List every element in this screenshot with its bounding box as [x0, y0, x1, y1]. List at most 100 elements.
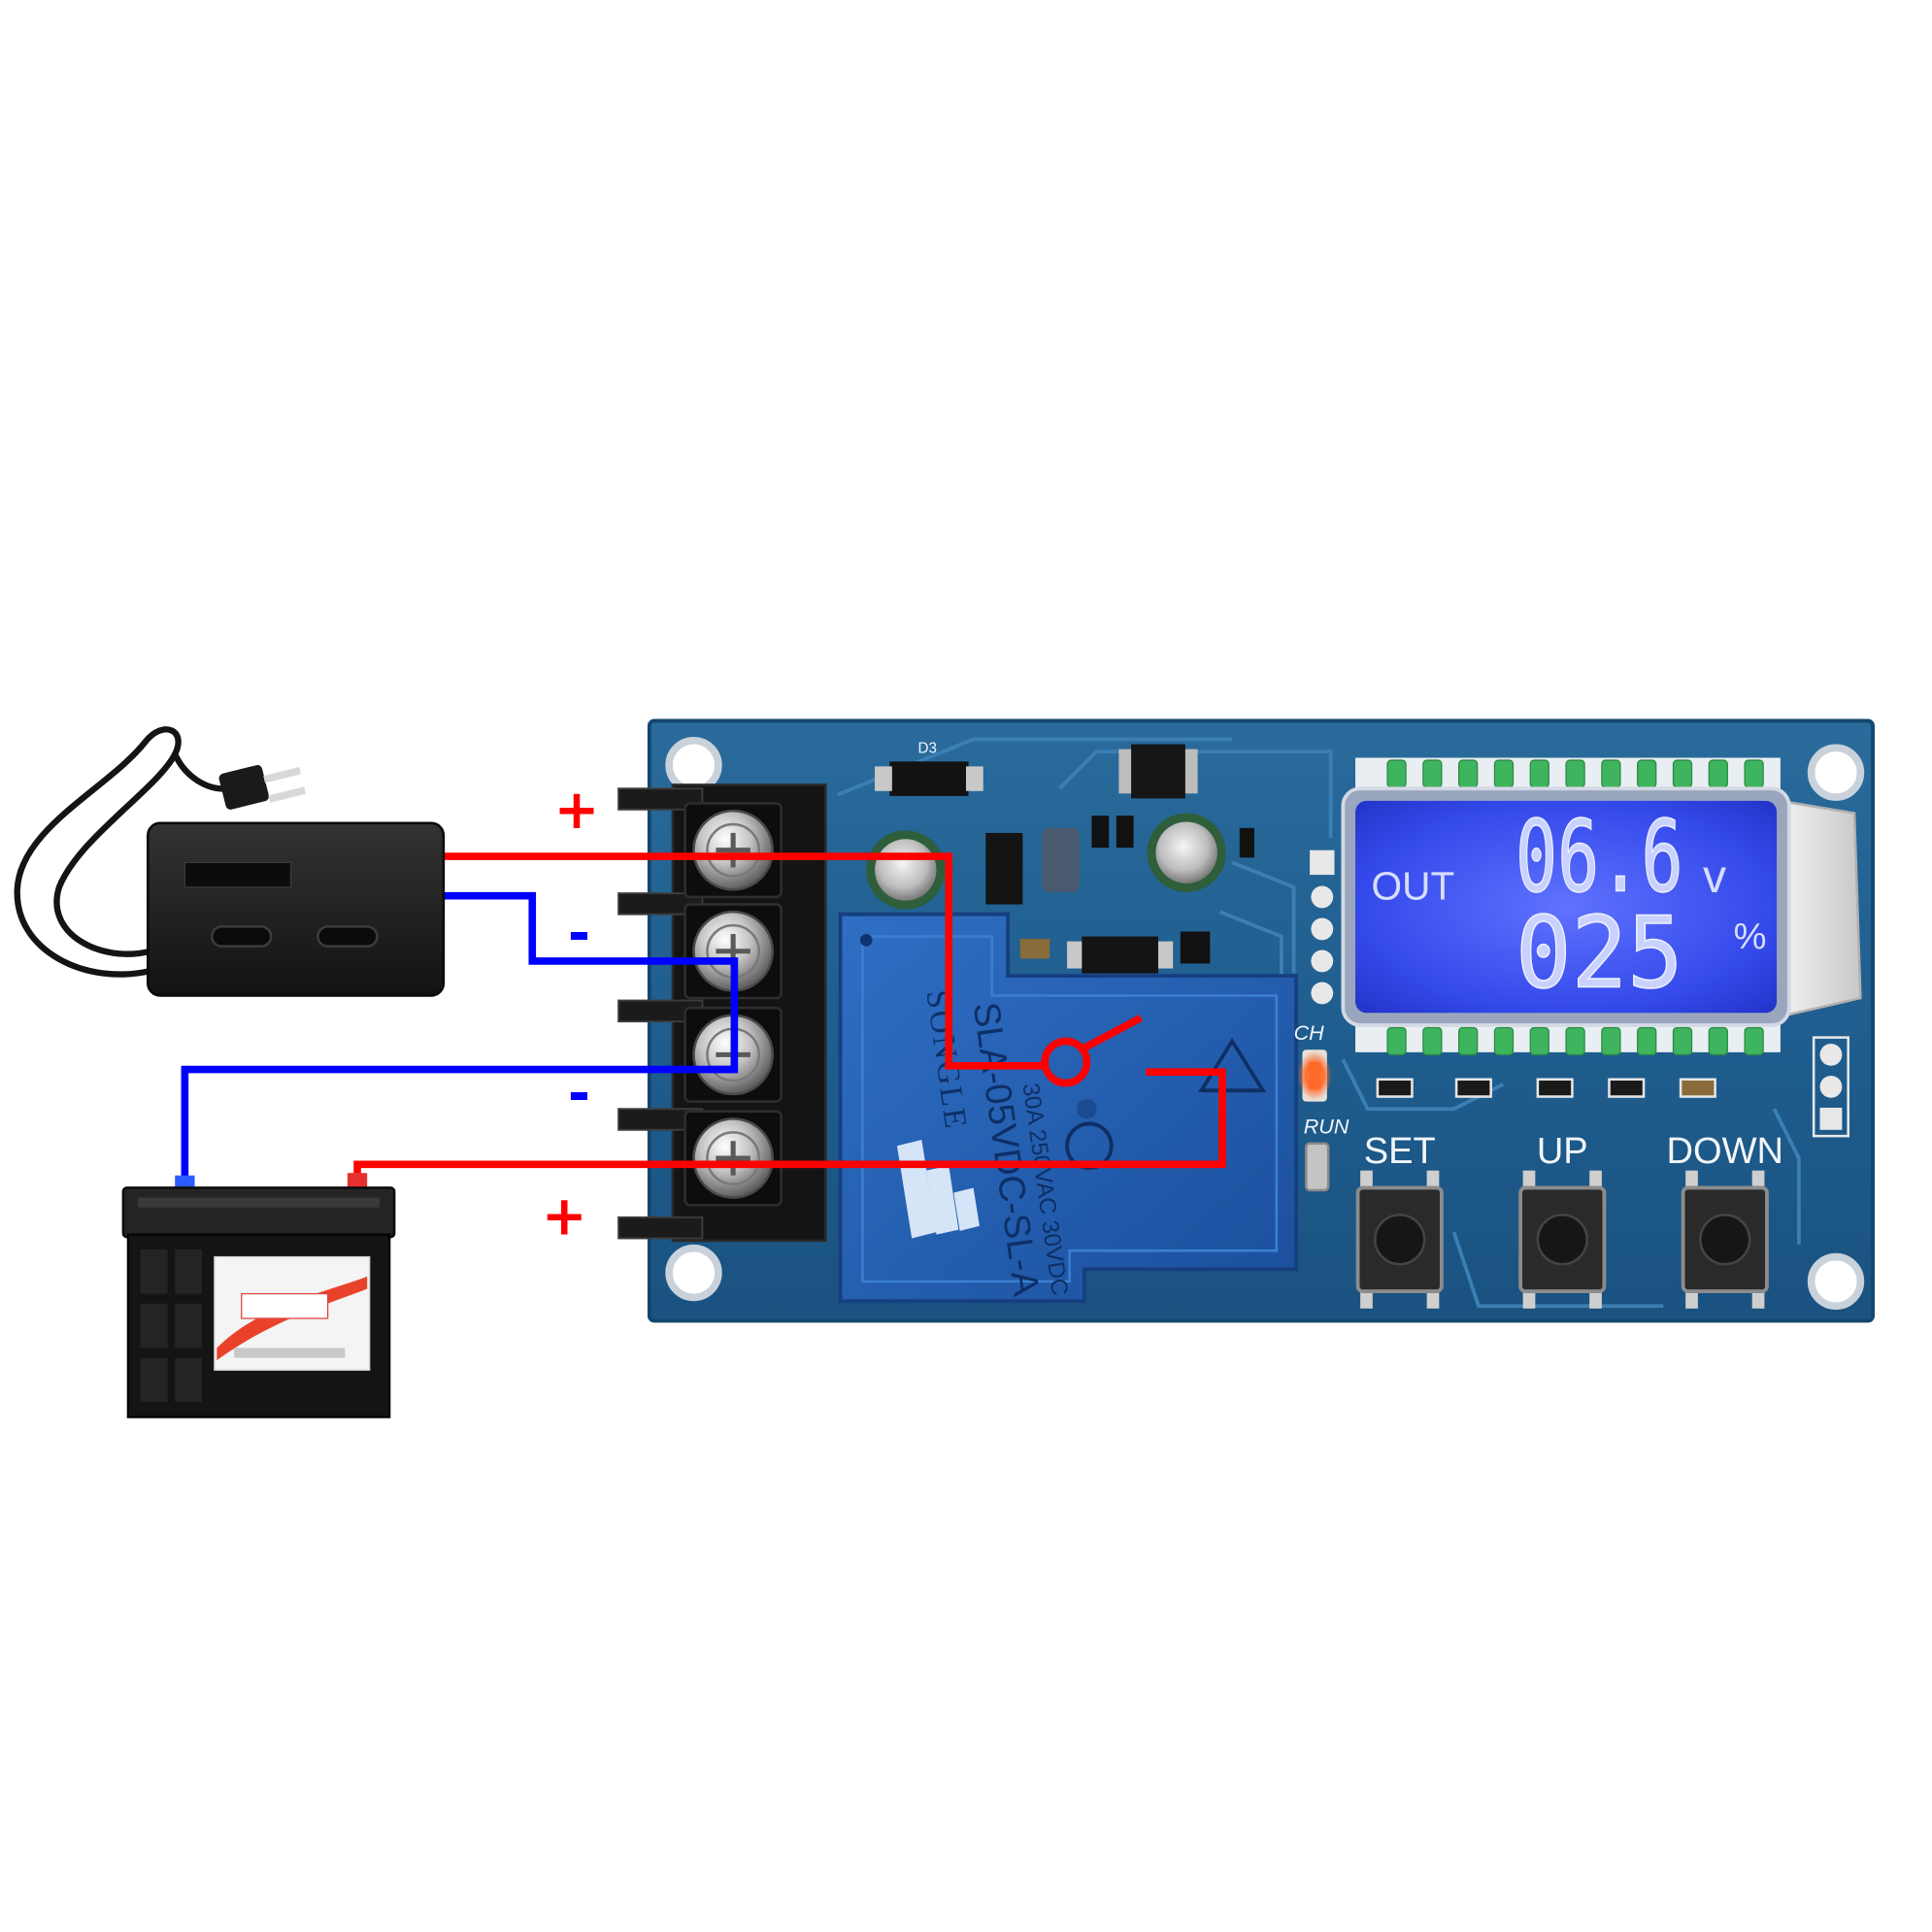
relay-dimple	[1077, 1099, 1097, 1119]
header-pad	[1311, 949, 1334, 973]
down-button: DOWN	[1667, 1131, 1784, 1309]
button-cap	[1699, 1214, 1751, 1266]
screw-ring	[706, 822, 761, 878]
adapter-body	[147, 821, 446, 997]
adapter-plus-label: +	[554, 779, 600, 842]
smd-resistor	[1116, 816, 1134, 849]
charge-led	[1308, 1061, 1321, 1089]
capacitor-left	[866, 830, 946, 910]
power-plug	[218, 765, 307, 810]
down-button-label: DOWN	[1667, 1131, 1784, 1172]
label-strip	[234, 1348, 346, 1358]
diode-lead	[875, 766, 892, 791]
run-led	[1305, 1142, 1330, 1192]
left-pin-header	[1310, 849, 1335, 1005]
smd-resistor-row	[1376, 1078, 1716, 1098]
schottky-diode	[1067, 936, 1174, 974]
battery-negative-wire	[181, 1065, 735, 1193]
power-adapter	[14, 726, 446, 997]
grid-cell	[140, 1249, 168, 1294]
lcd-pin-top	[1386, 759, 1407, 788]
power-cord	[14, 726, 182, 978]
lcd-pin-bottom	[1708, 1026, 1728, 1056]
plug-prong	[263, 766, 302, 783]
header-pad	[1311, 885, 1334, 909]
run-label: RUN	[1304, 1115, 1349, 1139]
polarity-labels: + - - +	[542, 779, 599, 1249]
plug-prong	[268, 786, 307, 803]
relay-molding	[861, 935, 1279, 1283]
lcd-pin-bottom	[1744, 1026, 1764, 1056]
capacitor-top	[875, 839, 937, 901]
smd-resistor	[1091, 816, 1110, 849]
lcd-pin-top	[1458, 759, 1479, 788]
lcd-module: OUT 06.6 v 025 %	[1341, 757, 1862, 1056]
battery-label	[214, 1255, 371, 1371]
lcd-pin-bottom	[1672, 1026, 1693, 1056]
button-cap	[1374, 1214, 1426, 1266]
screw-ring	[706, 1131, 761, 1185]
adapter-minus-label: -	[568, 902, 590, 965]
ic-body	[1131, 744, 1185, 799]
capacitor-right	[1147, 813, 1226, 892]
lcd-pin-top	[1601, 759, 1621, 788]
board-components: D3	[866, 740, 1716, 1098]
mounting-hole	[1807, 744, 1865, 801]
battery-lid	[121, 1186, 396, 1239]
lcd-pin-bottom	[1422, 1026, 1443, 1056]
buttons: SET UP DOWN	[1355, 1131, 1784, 1309]
button-cap	[1536, 1214, 1588, 1266]
lcd-pin-top	[1565, 759, 1585, 788]
ic-pins-right	[1184, 749, 1198, 794]
adapter-positive-wire	[441, 852, 1046, 1070]
lcd-pin-top	[1672, 759, 1693, 788]
mounting-holes	[665, 736, 1865, 1311]
lcd-percent: 025	[1516, 896, 1683, 1011]
charge-label: CH	[1294, 1020, 1325, 1045]
lcd-pin-bottom	[1565, 1026, 1585, 1056]
grid-cell	[175, 1357, 203, 1403]
adapter-vent	[211, 925, 273, 948]
set-button-label: SET	[1364, 1131, 1436, 1172]
diode-d3	[875, 761, 983, 796]
smd-capacitor	[1679, 1078, 1716, 1098]
smd-resistor	[1454, 1078, 1492, 1098]
lcd-pin-bottom	[1458, 1026, 1479, 1056]
trace	[1058, 749, 1333, 839]
inductor	[1042, 827, 1080, 892]
adapter-label	[183, 861, 292, 888]
screw-slot	[716, 1141, 750, 1176]
header-pad	[1311, 917, 1334, 941]
lcd-pin-top	[1744, 759, 1764, 788]
adapter-vent	[316, 925, 379, 948]
smd-resistor	[1239, 827, 1254, 858]
lcd-side-tab	[1779, 799, 1862, 1018]
ic-chip	[1118, 744, 1198, 799]
logo-stripe	[926, 1165, 959, 1235]
trace	[1231, 860, 1296, 974]
battery-side-grid	[140, 1249, 203, 1403]
header-pad	[1311, 982, 1334, 1005]
run-indicator: RUN	[1304, 1115, 1349, 1192]
header-pad	[1819, 1075, 1843, 1098]
lcd-pin-bottom	[1637, 1026, 1657, 1056]
grid-cell	[175, 1249, 203, 1294]
smd-resistor	[1608, 1078, 1646, 1098]
smd-resistor	[1536, 1078, 1574, 1098]
lcd-voltage: 06.6	[1516, 800, 1683, 915]
right-pin-header	[1812, 1036, 1849, 1138]
smd-resistor	[1376, 1078, 1414, 1098]
terminal-fin	[617, 1216, 704, 1240]
terminal-screw	[683, 1110, 783, 1207]
logo-stripe	[953, 1187, 980, 1231]
lcd-pin-bottom	[1601, 1026, 1621, 1056]
relay-switch-contact	[1041, 1037, 1091, 1087]
grid-cell	[140, 1357, 168, 1403]
screw-slot	[716, 832, 750, 868]
diode-lead	[1067, 941, 1083, 969]
rectifier-diode	[985, 832, 1023, 905]
terminal-screw	[683, 802, 783, 899]
battery-plus-label: +	[542, 1185, 587, 1249]
lcd-pin-bottom	[1386, 1026, 1407, 1056]
